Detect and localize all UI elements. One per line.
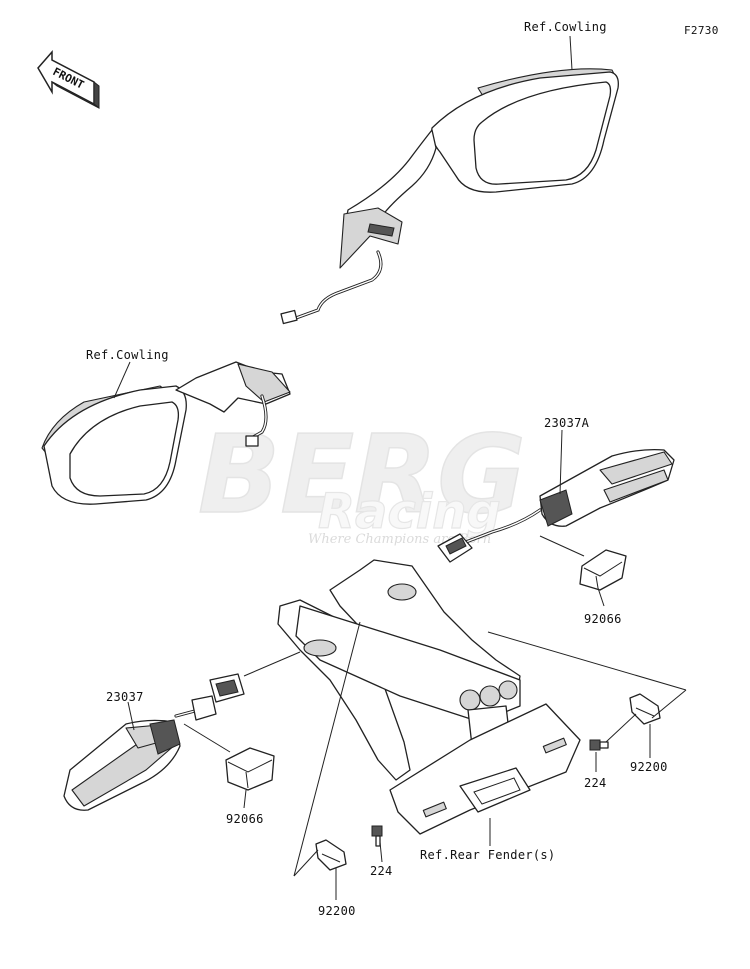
label-ref-rear-fender: Ref.Rear Fender(s) xyxy=(420,848,556,862)
watermark-sub: Racing xyxy=(318,484,501,540)
label-part-92066-right: 92066 xyxy=(584,612,622,626)
label-part-92066-left: 92066 xyxy=(226,812,264,826)
label-ref-cowling-top: Ref.Cowling xyxy=(524,20,607,34)
left-turn-signal xyxy=(63,673,245,811)
right-mirror xyxy=(280,68,619,325)
watermark-brand: BERG xyxy=(198,413,526,538)
label-ref-cowling-left: Ref.Cowling xyxy=(86,348,169,362)
bolt-224-right xyxy=(589,739,609,751)
bracket-92200-bottom xyxy=(315,839,347,871)
label-part-23037a: 23037A xyxy=(544,416,590,430)
bracket-92200-right xyxy=(629,693,661,725)
front-arrow-icon: FRONT xyxy=(37,50,100,110)
clip-92066-left xyxy=(225,747,275,791)
label-part-92200-bottom: 92200 xyxy=(318,904,356,918)
label-part-224-bottom: 224 xyxy=(370,864,393,878)
bolt-224-bottom xyxy=(371,825,383,847)
rear-fender-assembly xyxy=(277,559,581,835)
clip-92066-right xyxy=(579,549,627,591)
label-part-23037: 23037 xyxy=(106,690,144,704)
right-turn-signal xyxy=(437,448,675,563)
leader-lines xyxy=(113,35,687,900)
watermark-logo: BERG Racing Where Champions are Born xyxy=(197,412,526,547)
label-part-92200-right: 92200 xyxy=(630,760,668,774)
left-mirror xyxy=(41,361,291,505)
diagram-code: F2730 xyxy=(684,24,719,37)
label-part-224-right: 224 xyxy=(584,776,607,790)
